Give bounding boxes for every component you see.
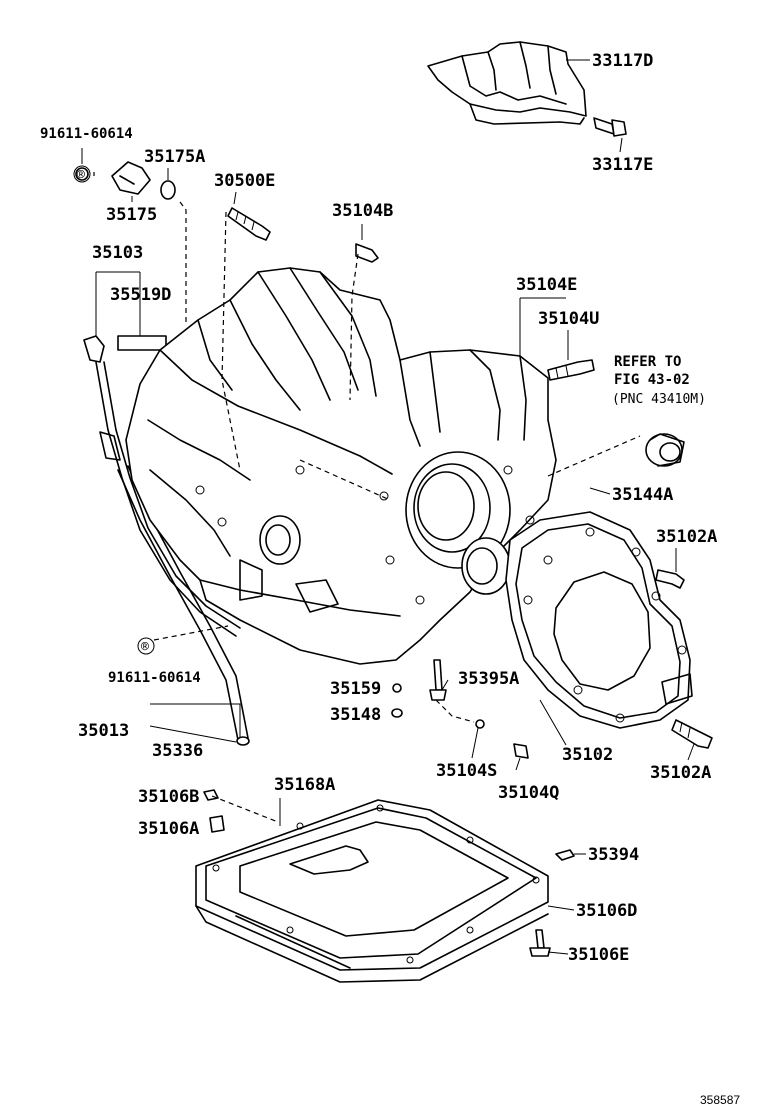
label-35104q: 35104Q (498, 783, 559, 803)
label-35336: 35336 (152, 741, 203, 761)
label-35394: 35394 (588, 845, 639, 865)
symbol-circles (73, 165, 155, 655)
label-35104e: 35104E (516, 275, 577, 295)
plug-35104q (513, 743, 529, 759)
label-35102: 35102 (562, 745, 613, 765)
label-35106b: 35106B (138, 787, 199, 807)
registered-symbol-1: ® (77, 168, 85, 183)
refer-line-3: (PNC 43410M) (612, 392, 706, 407)
label-35102a-upper: 35102A (656, 527, 717, 547)
leader-lines (81, 59, 695, 955)
label-35104u: 35104U (538, 309, 599, 329)
registered-symbol-2: ® (141, 640, 149, 655)
plug-35394 (555, 849, 575, 861)
label-33117e: 33117E (592, 155, 653, 175)
label-91611-top: 91611-60614 (40, 126, 133, 142)
label-35148: 35148 (330, 705, 381, 725)
speed-sensor-part (75, 161, 176, 200)
label-30500e: 30500E (214, 171, 275, 191)
label-35103: 35103 (92, 243, 143, 263)
refer-line-1: REFER TO (614, 354, 681, 370)
dashed-guides (93, 172, 641, 823)
bolt-35104u (547, 359, 595, 381)
bolt-35102a-upper (655, 569, 685, 589)
bolt-30500e (227, 207, 271, 241)
label-35519d: 35519D (110, 285, 171, 305)
oil-pan-part (195, 799, 549, 983)
label-35013: 35013 (78, 721, 129, 741)
dipstick-part (83, 335, 241, 637)
label-35159: 35159 (330, 679, 381, 699)
label-35104b: 35104B (332, 201, 393, 221)
bolt-35106e (529, 929, 551, 957)
label-35104s: 35104S (436, 761, 497, 781)
plug-35106a (209, 815, 225, 833)
figure-id: 358587 (700, 1093, 740, 1107)
bolt-35106b (203, 789, 219, 801)
label-91611-bottom: 91611-60614 (108, 670, 201, 686)
label-35175a: 35175A (144, 147, 205, 167)
label-35106d: 35106D (576, 901, 637, 921)
label-35102a-lower: 35102A (650, 763, 711, 783)
plug-35148 (391, 708, 403, 718)
heat-shield-part (427, 41, 590, 125)
refer-line-2: FIG 43-02 (614, 372, 690, 388)
label-35168a: 35168A (274, 775, 335, 795)
plug-35159 (392, 683, 402, 693)
label-33117d: 33117D (592, 51, 653, 71)
label-35106a: 35106A (138, 819, 199, 839)
transaxle-case (125, 267, 557, 665)
plug-35104s (475, 719, 485, 729)
label-35106e: 35106E (568, 945, 629, 965)
bolt-35102a-lower (671, 719, 713, 749)
bolt-33117e (593, 117, 627, 137)
label-35175: 35175 (106, 205, 157, 225)
bolt-35104b (355, 243, 379, 263)
label-35395a: 35395A (458, 669, 519, 689)
side-cover-part (505, 511, 693, 729)
label-35144a: 35144A (612, 485, 673, 505)
oil-seal-part (645, 433, 685, 467)
bolt-35395a (429, 659, 447, 701)
